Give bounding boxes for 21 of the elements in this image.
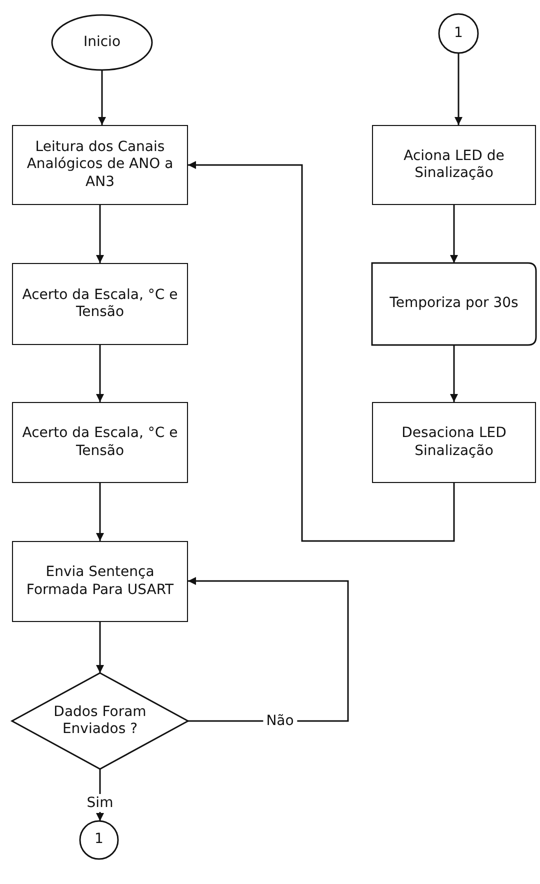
arrow	[450, 345, 458, 402]
arrow	[96, 483, 104, 541]
process-box: Leitura dos Canais Analógicos de ANO a AN3	[12, 125, 188, 205]
connector-circle: 1	[439, 14, 478, 53]
arrow	[96, 345, 104, 402]
arrow	[96, 622, 104, 673]
terminal-ellipse: Inicio	[52, 15, 152, 70]
connector-circle: 1	[80, 821, 118, 859]
arrow	[454, 53, 462, 125]
process-box: Acerto da Escala, °C e Tensão	[12, 263, 188, 345]
arrow	[188, 577, 349, 722]
process-box: Desaciona LED Sinalização	[372, 402, 536, 483]
process-box: Aciona LED de Sinalização	[372, 125, 536, 205]
arrow	[98, 70, 106, 125]
delay-box: Temporiza por 30s	[372, 263, 536, 345]
process-box: Acerto da Escala, °C e Tensão	[12, 402, 188, 483]
arrow	[188, 161, 455, 542]
decision-diamond: Dados Foram Enviados ?	[12, 673, 188, 769]
arrow	[450, 205, 458, 263]
arrow	[96, 205, 104, 263]
process-box: Envia Sentença Formada Para USART	[12, 541, 188, 622]
